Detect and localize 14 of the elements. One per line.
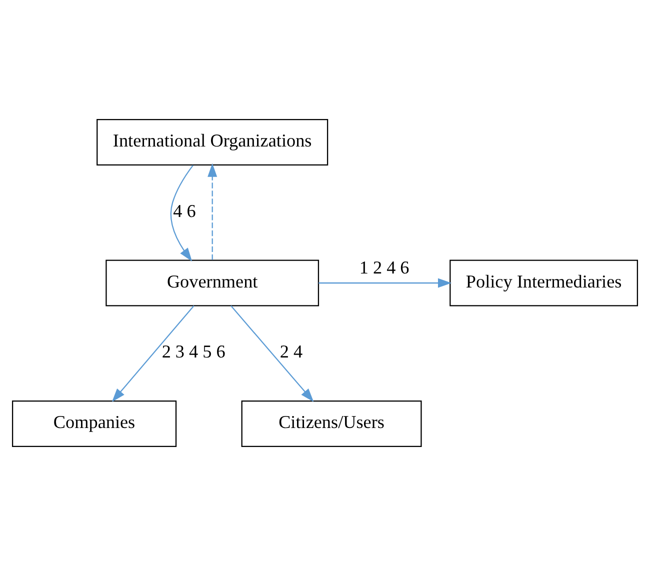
node-box: Policy Intermediaries xyxy=(450,259,638,306)
edge-label: 4 6 xyxy=(173,200,196,220)
node-box: Government xyxy=(106,259,320,306)
edge-label: 2 3 4 5 6 xyxy=(162,341,226,362)
node-box: Citizens/Users xyxy=(241,400,422,447)
node-box: Companies xyxy=(12,400,177,447)
arrow xyxy=(208,162,218,260)
arrow xyxy=(230,304,314,402)
arrow xyxy=(170,164,194,261)
edge-label: 2 4 xyxy=(280,341,303,362)
arrow xyxy=(112,304,194,402)
arrow xyxy=(318,278,452,288)
node-box: International Organizations xyxy=(96,118,328,166)
edge-label: 1 2 4 6 xyxy=(359,257,410,278)
